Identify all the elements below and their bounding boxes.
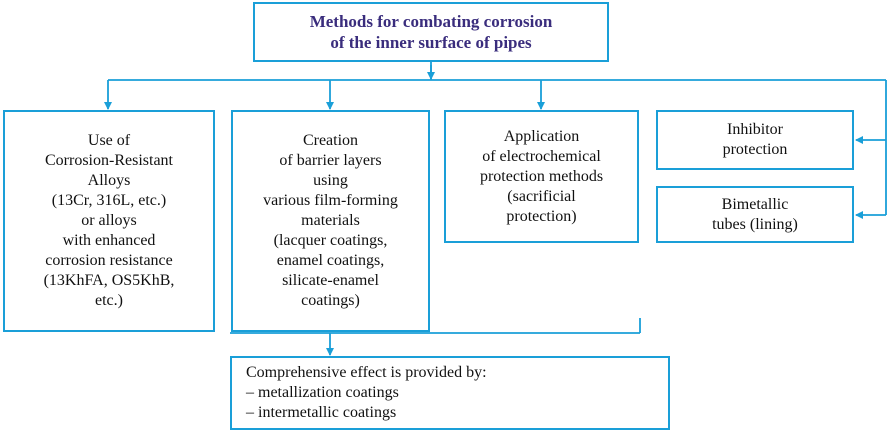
method-alloys-line: (13KhFA, OS5KhB, xyxy=(43,272,175,289)
method-alloys-line: corrosion resistance xyxy=(45,252,173,269)
method-alloys-line: Use of xyxy=(87,132,131,149)
method-alloys-line: Alloys xyxy=(87,172,131,189)
method-barrier-line: (lacquer coatings, xyxy=(273,232,388,249)
method-inhibitor-box: Inhibitor protection xyxy=(656,110,854,170)
method-alloys-line: Corrosion-Resistant xyxy=(45,152,173,169)
method-barrier-layers-box: Creation of barrier layers using various fi… xyxy=(231,110,430,332)
method-alloys-line: etc.) xyxy=(95,292,123,309)
method-barrier-line: silicate-enamel xyxy=(282,272,379,289)
method-electrochemical-line: of electrochemical xyxy=(482,147,601,165)
method-electrochemical-line: protection) xyxy=(506,207,577,225)
method-barrier-line: various film-forming xyxy=(263,192,398,209)
comprehensive-line: – metallization coatings xyxy=(246,384,399,401)
method-electrochemical-line: Application xyxy=(503,127,580,145)
method-bimetallic-line: tubes (lining) xyxy=(712,215,798,233)
method-barrier-line: of barrier layers xyxy=(279,152,382,169)
diagram-title: Methods for combating corrosion of the in… xyxy=(253,2,609,62)
comprehensive-line: Comprehensive effect is provided by: xyxy=(246,364,487,381)
method-alloys-line: with enhanced xyxy=(62,232,156,249)
comprehensive-effect-box: Comprehensive effect is provided by: – me… xyxy=(230,356,670,430)
method-electrochemical-box: Application of electrochemical protection … xyxy=(444,110,639,243)
method-electrochemical-line: (sacrificial xyxy=(507,187,576,205)
method-inhibitor-line: protection xyxy=(722,141,788,158)
method-barrier-line: coatings) xyxy=(301,292,360,309)
comprehensive-line: – intermetallic coatings xyxy=(246,404,397,421)
method-alloys-line: (13Cr, 316L, etc.) xyxy=(51,192,167,209)
title-line: of the inner surface of pipes xyxy=(330,33,532,52)
method-bimetallic-line: Bimetallic xyxy=(721,195,789,213)
method-alloys-line: or alloys xyxy=(81,212,137,229)
method-barrier-line: enamel coatings, xyxy=(276,252,385,269)
method-barrier-line: materials xyxy=(301,212,360,229)
title-line: Methods for combating corrosion xyxy=(309,12,553,31)
method-electrochemical-line: protection methods xyxy=(479,167,604,185)
method-inhibitor-line: Inhibitor xyxy=(727,121,783,138)
method-barrier-line: Creation xyxy=(302,132,359,149)
method-bimetallic-box: Bimetallic tubes (lining) xyxy=(656,186,854,243)
method-barrier-line: using xyxy=(313,172,348,189)
